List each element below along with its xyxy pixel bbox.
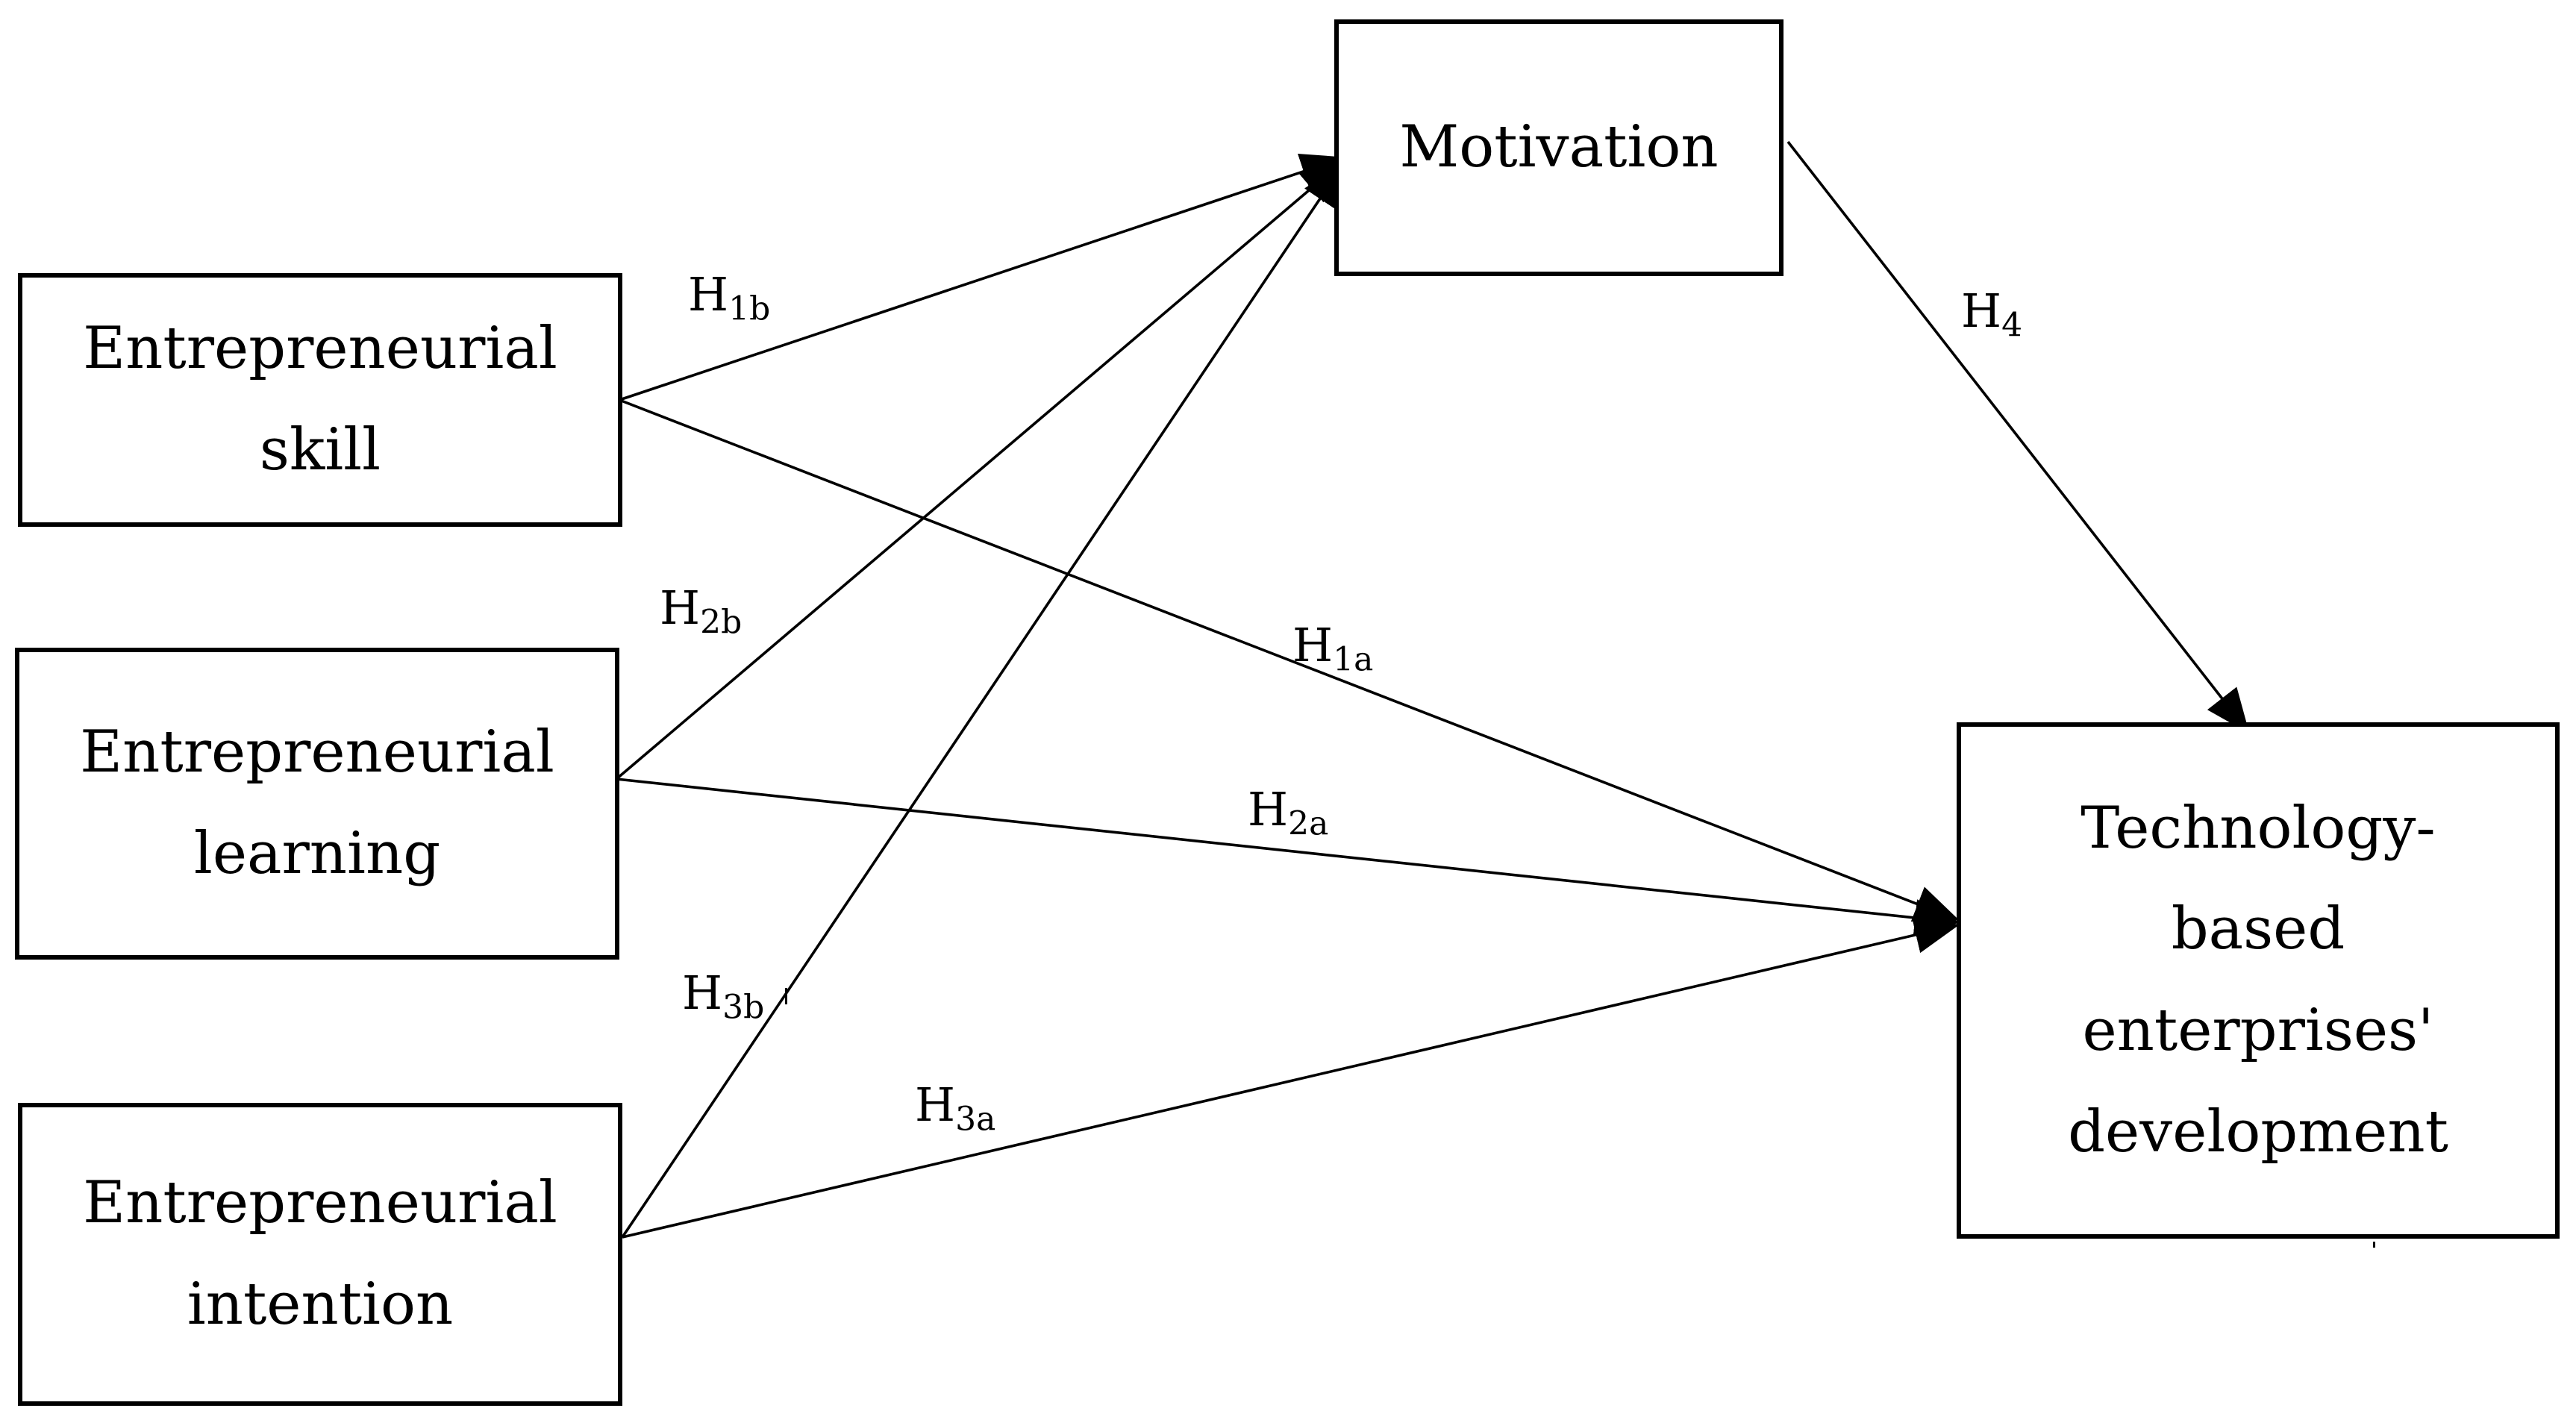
label-h3a: H3a xyxy=(915,1082,995,1136)
label-h4: H4 xyxy=(1961,288,2022,342)
label-h3b-main: H xyxy=(682,966,723,1020)
label-h3b: H3b xyxy=(682,970,764,1024)
node-tbed-line-1: Technology- xyxy=(2081,794,2436,862)
node-tbed-line-2: based xyxy=(2171,895,2345,963)
node-entrepreneurial-intention-line-2: intention xyxy=(187,1271,454,1338)
node-tbed-line-3: enterprises' xyxy=(2082,997,2434,1064)
node-entrepreneurial-intention: Entrepreneurial intention xyxy=(18,1103,622,1406)
node-entrepreneurial-intention-line-1: Entrepreneurial xyxy=(83,1169,557,1237)
node-entrepreneurial-skill-line-1: Entrepreneurial xyxy=(83,315,557,383)
stray-mark-near-h3b xyxy=(785,988,787,1004)
label-h2a-main: H xyxy=(1248,782,1289,836)
node-technology-based-enterprises-development: Technology- based enterprises' developme… xyxy=(1957,722,2560,1239)
edge-h4 xyxy=(1786,140,2250,734)
node-entrepreneurial-skill-line-2: skill xyxy=(259,416,381,484)
label-h1a-main: H xyxy=(1292,618,1334,672)
node-entrepreneurial-learning: Entrepreneurial learning xyxy=(15,648,619,960)
node-motivation-line-1: Motivation xyxy=(1399,113,1719,181)
label-h1b: H1b xyxy=(688,272,770,325)
edge-h2b xyxy=(615,159,1346,781)
label-h4-sub: 4 xyxy=(2001,306,2023,345)
node-entrepreneurial-learning-line-2: learning xyxy=(193,820,441,887)
stray-mark-below-tbed xyxy=(2373,1242,2375,1248)
edge-h1a xyxy=(619,398,1960,922)
label-h2b-main: H xyxy=(660,581,701,635)
label-h2a-sub: 2a xyxy=(1288,804,1329,843)
label-h2b-sub: 2b xyxy=(700,603,743,642)
label-h2a: H2a xyxy=(1248,786,1328,840)
edge-h3a xyxy=(622,916,1960,1239)
node-tbed-line-4: development xyxy=(2068,1098,2448,1166)
label-h1a-sub: 1a xyxy=(1333,640,1374,679)
label-h1b-sub: 1b xyxy=(728,290,771,328)
label-h4-main: H xyxy=(1961,284,2002,338)
label-h2b: H2b xyxy=(660,585,742,639)
edge-h3b xyxy=(621,161,1345,1239)
label-h3b-sub: 3b xyxy=(722,988,765,1027)
label-h1a: H1a xyxy=(1292,622,1373,676)
node-motivation: Motivation xyxy=(1334,19,1783,276)
label-h3a-main: H xyxy=(915,1077,956,1132)
edge-h2a xyxy=(616,778,1960,936)
node-entrepreneurial-learning-line-1: Entrepreneurial xyxy=(80,719,554,786)
label-h1b-main: H xyxy=(688,267,729,322)
edge-h1b xyxy=(619,154,1346,401)
node-entrepreneurial-skill: Entrepreneurial skill xyxy=(18,273,622,527)
label-h3a-sub: 3a xyxy=(955,1100,996,1139)
